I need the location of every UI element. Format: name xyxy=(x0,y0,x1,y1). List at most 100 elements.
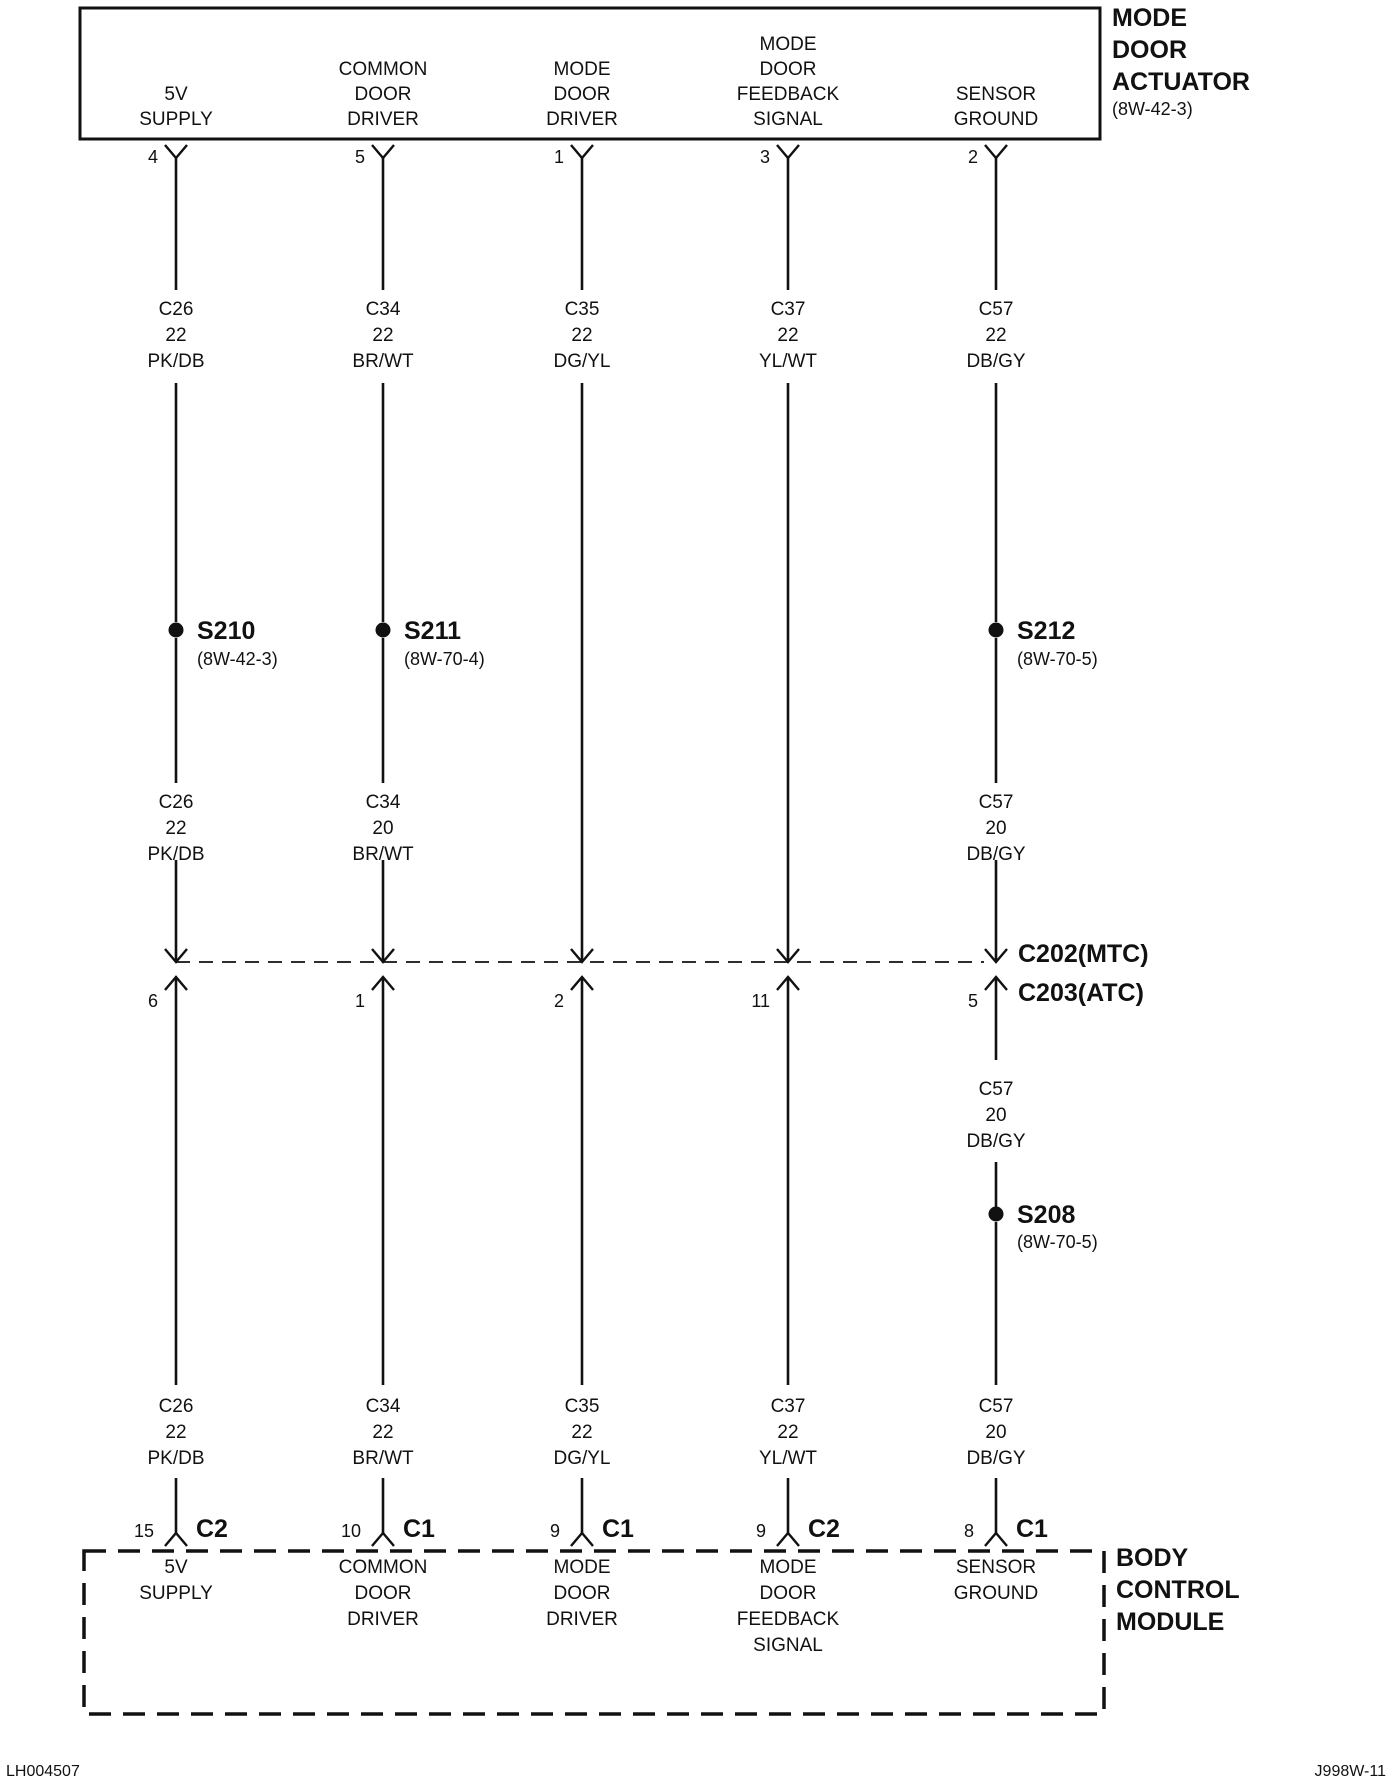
circuit-2-inline-pin-upper xyxy=(371,948,395,964)
circuit-5-wire-lower-code-line-3: DB/GY xyxy=(966,1448,1025,1469)
circuit-2-bcm-pin-mark xyxy=(371,1531,395,1547)
actuator-ref: (8W-42-3) xyxy=(1112,99,1193,119)
circuit-3-inline-pin-upper xyxy=(570,948,594,964)
circuit-2-bcm-label-line-1: COMMON xyxy=(339,1557,428,1578)
circuit-4-actuator-label-line-4: SIGNAL xyxy=(753,109,823,130)
circuit-3-bcm-pin-mark xyxy=(570,1531,594,1547)
actuator-title-line-3: ACTUATOR xyxy=(1112,68,1250,96)
circuit-1-wire-lower-code-line-1: C26 xyxy=(159,1396,194,1417)
circuit-2-wire-upper-code-line-3: BR/WT xyxy=(352,351,414,372)
circuit-2-actuator-label-line-1: COMMON xyxy=(339,59,428,80)
circuit-5-bcm-pin-mark xyxy=(984,1531,1008,1547)
circuit-1-actuator-pin-number: 4 xyxy=(148,147,158,167)
circuit-5-wire-mid-code-line-3: DB/GY xyxy=(966,844,1025,865)
circuit-1-bcm-pin-mark xyxy=(164,1531,188,1547)
circuit-5-wire-upper-code-line-2: 22 xyxy=(985,325,1006,346)
circuit-5-splice-dot xyxy=(988,622,1004,638)
circuit-2-wire-mid-code-line-3: BR/WT xyxy=(352,844,414,865)
circuit-2-wire-lower-code-line-2: 22 xyxy=(372,1422,393,1443)
body-control-module-box xyxy=(82,1549,1106,1716)
actuator-title-line-2: DOOR xyxy=(1112,36,1187,64)
circuit-3-wire-upper-code-line-3: DG/YL xyxy=(553,351,610,372)
circuit-2-actuator-label-line-3: DRIVER xyxy=(347,109,419,130)
circuit-4-actuator-label-line-3: FEEDBACK xyxy=(737,84,840,105)
circuit-4-actuator-label-line-1: MODE xyxy=(760,34,817,55)
circuit-3-wire-lower-code-line-1: C35 xyxy=(565,1396,600,1417)
circuit-1-bcm-label-line-2: SUPPLY xyxy=(139,1583,213,1604)
circuit-1-splice-dot xyxy=(168,622,184,638)
circuit-3-actuator-pin-mark xyxy=(570,144,594,160)
circuit-4-inline-pin-upper xyxy=(776,948,800,964)
diagram-frame xyxy=(78,6,1106,1716)
circuit-5-splice2-name: S208 xyxy=(1017,1201,1075,1229)
circuit-5-inline-pin-upper xyxy=(984,948,1008,964)
circuit-1-wire-mid-code-line-1: C26 xyxy=(159,792,194,813)
circuit-3-actuator-pin-number: 1 xyxy=(554,147,564,167)
circuit-1-wire-lower-code-line-2: 22 xyxy=(165,1422,186,1443)
circuit-5-bcm-connector: C1 xyxy=(1016,1515,1048,1543)
circuit-4-actuator-pin-mark xyxy=(776,144,800,160)
circuit-2-actuator-pin-number: 5 xyxy=(355,147,365,167)
circuit-2-splice-dot xyxy=(375,622,391,638)
circuit-5-wire-lower-code-line-1: C57 xyxy=(979,1396,1014,1417)
circuit-4-bcm-label-line-4: SIGNAL xyxy=(753,1635,823,1656)
circuit-5-wire-lower-code-line-2: 20 xyxy=(985,1422,1006,1443)
circuit-1-splice-ref: (8W-42-3) xyxy=(197,649,278,669)
circuit-4-bcm-connector: C2 xyxy=(808,1515,840,1543)
circuit-3-bcm-pin-number: 9 xyxy=(550,1521,560,1541)
circuit-1-wire-upper-code-line-1: C26 xyxy=(159,299,194,320)
circuit-2-bcm-connector: C1 xyxy=(403,1515,435,1543)
circuit-2-actuator-label-line-2: DOOR xyxy=(355,84,412,105)
circuit-3-wire-lower-code-line-2: 22 xyxy=(571,1422,592,1443)
circuit-3-bcm-label-line-2: DOOR xyxy=(554,1583,611,1604)
actuator-title-line-1: MODE xyxy=(1112,4,1187,32)
circuit-5-wire-mid-code-line-1: C57 xyxy=(979,792,1014,813)
circuit-1-wire-mid-code-line-2: 22 xyxy=(165,818,186,839)
circuit-2-wire-upper-code-line-1: C34 xyxy=(366,299,401,320)
circuit-1-bcm-connector: C2 xyxy=(196,1515,228,1543)
circuit-3-wire-upper-code-line-1: C35 xyxy=(565,299,600,320)
circuit-4-bcm-label-line-3: FEEDBACK xyxy=(737,1609,840,1630)
circuit-2-wire-lower-code-line-3: BR/WT xyxy=(352,1448,414,1469)
circuit-3-bcm-label-line-1: MODE xyxy=(554,1557,611,1578)
circuit-2-splice-name: S211 xyxy=(404,617,461,645)
circuit-5-wire-upper-code-line-3: DB/GY xyxy=(966,351,1025,372)
circuit-5-bcm-pin-number: 8 xyxy=(964,1521,974,1541)
circuit-1-inline-pin-number: 6 xyxy=(148,991,158,1011)
footer-right-code: J998W-11 xyxy=(1315,1763,1387,1780)
circuit-4-actuator-label-line-2: DOOR xyxy=(760,59,817,80)
circuit-5-actuator-label-line-1: SENSOR xyxy=(956,84,1036,105)
circuit-2-wire-upper-code-line-2: 22 xyxy=(372,325,393,346)
circuit-2-bcm-label-line-2: DOOR xyxy=(355,1583,412,1604)
circuit-1-inline-pin-upper xyxy=(164,948,188,964)
circuit-2-bcm-pin-number: 10 xyxy=(341,1521,361,1541)
circuit-5-wire-upper-code-line-1: C57 xyxy=(979,299,1014,320)
circuit-5-splice2-dot xyxy=(988,1206,1004,1222)
circuit-1-actuator-pin-mark xyxy=(164,144,188,160)
circuit-5-actuator-pin-number: 2 xyxy=(968,147,978,167)
circuit-2-actuator-pin-mark xyxy=(371,144,395,160)
circuit-2-bcm-label-line-3: DRIVER xyxy=(347,1609,419,1630)
mode-door-actuator-box xyxy=(78,6,1102,141)
circuit-5-bcm-label-line-1: SENSOR xyxy=(956,1557,1036,1578)
circuit-5-actuator-label-line-2: GROUND xyxy=(954,109,1038,130)
circuit-5-splice2-ref: (8W-70-5) xyxy=(1017,1232,1098,1252)
circuit-5-actuator-pin-mark xyxy=(984,144,1008,160)
circuit-1-wire-lower-code-line-3: PK/DB xyxy=(147,1448,204,1469)
inline-connector-label-2: C203(ATC) xyxy=(1018,979,1144,1007)
circuit-3-bcm-connector: C1 xyxy=(602,1515,634,1543)
circuit-4-bcm-pin-number: 9 xyxy=(756,1521,766,1541)
circuit-3-actuator-label-line-3: DRIVER xyxy=(546,109,618,130)
circuit-1-bcm-label-line-1: 5V xyxy=(164,1557,188,1578)
circuit-4-bcm-pin-mark xyxy=(776,1531,800,1547)
circuit-5-splice-ref: (8W-70-5) xyxy=(1017,649,1098,669)
circuit-4-inline-pin-number: 11 xyxy=(751,991,770,1011)
circuit-3-wire-upper-code-line-2: 22 xyxy=(571,325,592,346)
inline-connector-label-1: C202(MTC) xyxy=(1018,940,1149,968)
circuit-5-bcm-label-line-2: GROUND xyxy=(954,1583,1038,1604)
circuit-4-wire-upper-code-line-2: 22 xyxy=(777,325,798,346)
circuit-3-wire-lower-code-line-3: DG/YL xyxy=(553,1448,610,1469)
circuit-4-wire-lower-code-line-3: YL/WT xyxy=(759,1448,817,1469)
circuit-5-wire-after-inline-code-line-3: DB/GY xyxy=(966,1131,1025,1152)
